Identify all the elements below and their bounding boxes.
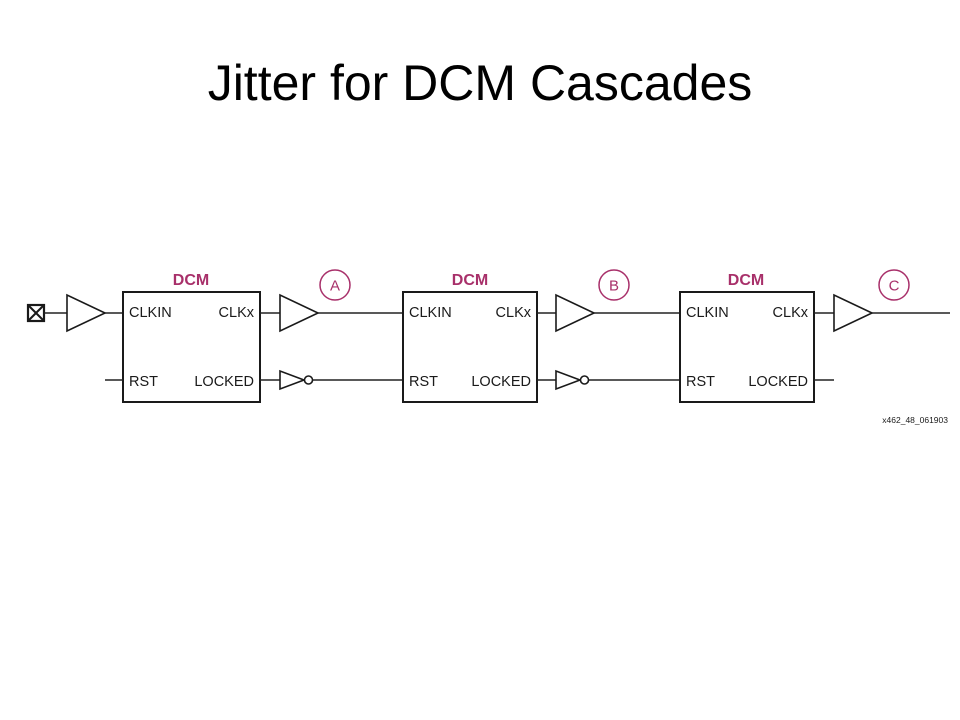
rst-port-label: RST: [686, 374, 715, 390]
dcm-block-2: DCM CLKIN CLKx RST LOCKED: [402, 272, 538, 403]
clkx-port-label: CLKx: [773, 305, 809, 321]
dcm-block-title: DCM: [728, 272, 764, 289]
buffer-icon: [555, 293, 596, 333]
clkx-port-label: CLKx: [496, 305, 532, 321]
inverter-icon: [279, 369, 314, 391]
dcm-block-body: [679, 291, 815, 403]
rst-port-label: RST: [409, 374, 438, 390]
probe-marker-c: C: [878, 269, 910, 301]
buffer-icon: [279, 293, 320, 333]
clkin-port-label: CLKIN: [409, 305, 452, 321]
buffer-icon: [833, 293, 874, 333]
locked-port-label: LOCKED: [194, 374, 254, 390]
page-title: Jitter for DCM Cascades: [207, 55, 753, 111]
probe-marker-a: A: [319, 269, 351, 301]
clkin-port-label: CLKIN: [129, 305, 172, 321]
probe-label: B: [609, 278, 619, 295]
locked-port-label: LOCKED: [748, 374, 808, 390]
rst-port-label: RST: [129, 374, 158, 390]
dcm-block-body: [402, 291, 538, 403]
dcm-block-1: DCM CLKIN CLKx RST LOCKED: [122, 272, 261, 403]
probe-marker-b: B: [598, 269, 630, 301]
probe-label: C: [889, 278, 900, 295]
figure-id: x462_48_061903: [882, 415, 948, 425]
buffer-icon: [66, 293, 107, 333]
dcm-block-title: DCM: [173, 272, 209, 289]
probe-label: A: [330, 278, 340, 295]
dcm-block-3: DCM CLKIN CLKx RST LOCKED: [679, 272, 815, 403]
dcm-block-title: DCM: [452, 272, 488, 289]
inverter-icon: [555, 369, 590, 391]
clkx-port-label: CLKx: [219, 305, 255, 321]
locked-port-label: LOCKED: [471, 374, 531, 390]
input-pad-icon: [26, 303, 46, 323]
dcm-block-body: [122, 291, 261, 403]
clkin-port-label: CLKIN: [686, 305, 729, 321]
